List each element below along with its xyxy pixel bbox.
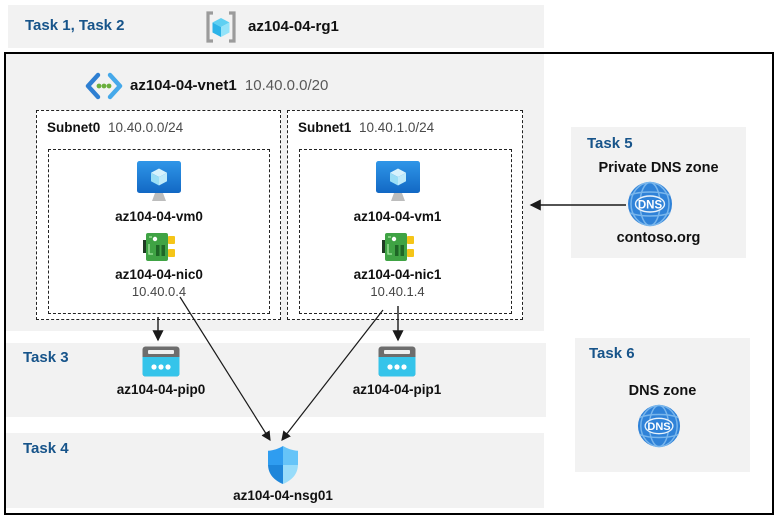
task1-2-band: Task 1, Task 2 az104-04-rg1: [8, 5, 544, 48]
subnet1-box: Subnet1 10.40.1.0/24 az104-04-vm1: [287, 110, 523, 320]
nsg-shield-icon: [266, 445, 300, 485]
nic1-ip: 10.40.1.4: [370, 284, 425, 299]
subnet0-label: Subnet0 10.40.0.0/24: [47, 120, 183, 135]
subnet0-box: Subnet0 10.40.0.0/24 az104-04-vm0: [36, 110, 281, 320]
vm0-name: az104-04-vm0: [115, 209, 203, 224]
subnet0-cidr: 10.40.0.0/24: [108, 120, 184, 135]
vm1-icon: [375, 160, 421, 204]
task5-box: Task 5 Private DNS zone DNS contoso.org: [571, 127, 746, 258]
resource-group-name: az104-04-rg1: [248, 18, 339, 35]
nic0-ip: 10.40.0.4: [131, 284, 187, 299]
nic1-name: az104-04-nic1: [353, 267, 442, 282]
subnet1-cidr: 10.40.1.0/24: [359, 120, 435, 135]
task3-band: Task 3 az104-04-pip0: [6, 343, 546, 417]
nsg-name: az104-04-nsg01: [233, 488, 333, 503]
private-dns-zone-name: contoso.org: [616, 230, 701, 246]
pip1-node: az104-04-pip1: [337, 346, 457, 397]
subnet0-vm-group: az104-04-vm0 az104-04-nic0: [48, 149, 270, 314]
pip1-name: az104-04-pip1: [352, 382, 442, 397]
pip1-icon: [378, 346, 416, 377]
diagram-frame: [4, 52, 774, 515]
task4-label: Task 4: [23, 440, 69, 457]
nic0-icon: [143, 232, 175, 262]
subnet1-vm-group: az104-04-vm1 az104-04-nic1: [299, 149, 512, 314]
dns-zone-icon: DNS: [637, 404, 681, 448]
resource-group-icon: [204, 11, 238, 43]
vnet-name: az104-04-vnet1: [130, 77, 237, 94]
task4-band: Task 4 az104-04-nsg0: [6, 433, 544, 508]
dns-zone-title: DNS zone: [628, 383, 697, 399]
vnet-title: az104-04-vnet1 10.40.0.0/20: [130, 77, 328, 94]
task3-label: Task 3: [23, 349, 69, 366]
subnet0-name: Subnet0: [47, 120, 101, 135]
subnet1-name: Subnet1: [298, 120, 352, 135]
vnet-cidr: 10.40.0.0/20: [244, 77, 329, 94]
nsg-node: az104-04-nsg01: [217, 445, 349, 503]
task5-label: Task 5: [587, 135, 633, 152]
dns-icon-text-task5: DNS: [638, 199, 663, 211]
vm1-name: az104-04-vm1: [353, 209, 442, 224]
nic0-name: az104-04-nic0: [115, 267, 203, 282]
vnet-container: az104-04-vnet1 10.40.0.0/20 Subnet0 10.4…: [6, 54, 544, 331]
task1-2-label: Task 1, Task 2: [25, 17, 125, 34]
private-dns-zone-icon: DNS: [627, 181, 673, 227]
pip0-icon: [142, 346, 180, 377]
subnet1-label: Subnet1 10.40.1.0/24: [298, 120, 434, 135]
task6-label: Task 6: [589, 345, 635, 362]
dns-icon-text-task6: DNS: [647, 421, 670, 433]
nic1-icon: [381, 232, 414, 262]
task6-box: Task 6 DNS zone DNS: [575, 338, 750, 472]
private-dns-zone-title: Private DNS zone: [598, 160, 719, 176]
pip0-node: az104-04-pip0: [101, 346, 221, 397]
virtual-network-icon: [84, 71, 124, 101]
vm0-icon: [136, 160, 182, 204]
pip0-name: az104-04-pip0: [116, 382, 206, 397]
